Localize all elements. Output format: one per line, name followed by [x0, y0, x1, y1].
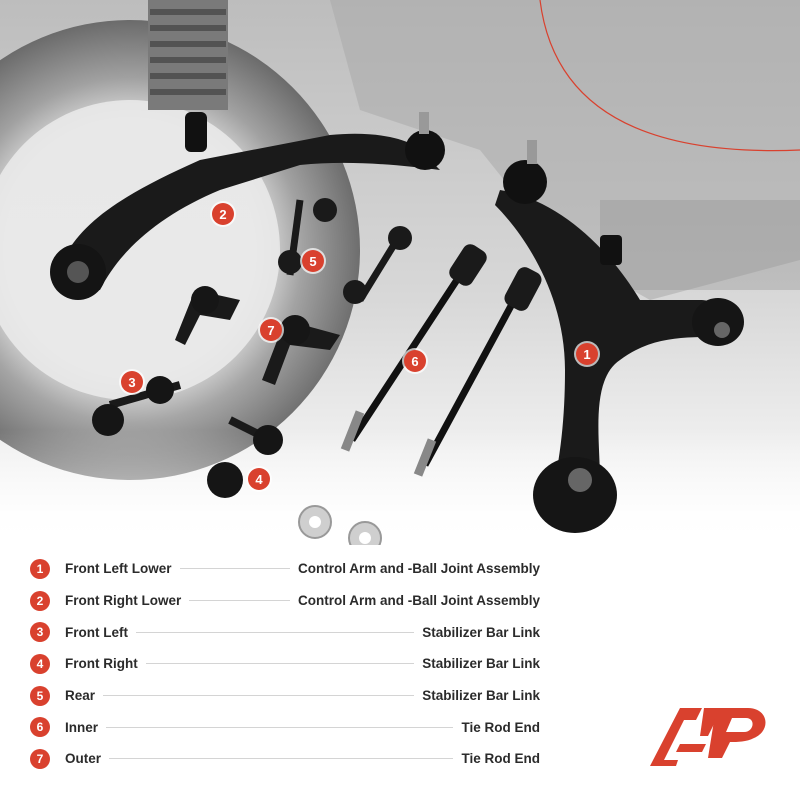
legend-part-name: Rear [65, 688, 96, 704]
leader-line [179, 568, 290, 570]
legend-part-name: Front Left [65, 624, 128, 640]
legend-number: 4 [30, 653, 50, 674]
legend-row: 2 Front Right Lower Control Arm and -Bal… [30, 585, 540, 617]
legend-number: 2 [30, 590, 50, 611]
callout-5: 5 [302, 250, 324, 272]
legend-part-description: Tie Rod End [461, 751, 540, 767]
legend-part-description: Stabilizer Bar Link [422, 624, 540, 640]
legend-row: 5 Rear Stabilizer Bar Link [30, 680, 540, 712]
legend-part-name: Outer [65, 751, 102, 767]
legend-number: 1 [30, 558, 50, 579]
leader-line [145, 663, 415, 665]
legend-part-description: Tie Rod End [461, 719, 540, 735]
callout-1: 1 [576, 343, 598, 365]
brand-logo-icon [650, 708, 766, 766]
legend-number: 3 [30, 622, 50, 643]
legend-part-description: Stabilizer Bar Link [422, 688, 540, 704]
legend-number: 7 [30, 748, 50, 769]
legend-row: 4 Front Right Stabilizer Bar Link [30, 648, 540, 680]
legend-row: 3 Front Left Stabilizer Bar Link [30, 616, 540, 648]
callout-7: 7 [260, 319, 282, 341]
callout-3: 3 [121, 371, 143, 393]
legend-part-description: Control Arm and -Ball Joint Assembly [297, 593, 540, 609]
legend-part-name: Front Right [65, 656, 138, 672]
legend-row: 1 Front Left Lower Control Arm and -Ball… [30, 553, 540, 585]
legend-part-name: Inner [65, 719, 99, 735]
legend-part-name: Front Right Lower [65, 593, 182, 609]
callout-2: 2 [212, 203, 234, 225]
leader-line [189, 600, 290, 602]
callout-4: 4 [248, 468, 270, 490]
legend-row: 7 Outer Tie Rod End [30, 743, 540, 775]
leader-line [109, 758, 454, 760]
legend-row: 6 Inner Tie Rod End [30, 711, 540, 743]
leader-line [136, 631, 415, 633]
legend-part-name: Front Left Lower [65, 561, 172, 577]
leader-line [106, 726, 454, 728]
legend-part-description: Control Arm and -Ball Joint Assembly [297, 561, 540, 577]
leader-line [103, 695, 415, 697]
legend-part-description: Stabilizer Bar Link [422, 656, 540, 672]
callout-6: 6 [404, 350, 426, 372]
legend-number: 5 [30, 685, 50, 706]
suspension-parts-photo [0, 0, 800, 545]
parts-legend: 1 Front Left Lower Control Arm and -Ball… [30, 553, 540, 775]
legend-number: 6 [30, 717, 50, 738]
